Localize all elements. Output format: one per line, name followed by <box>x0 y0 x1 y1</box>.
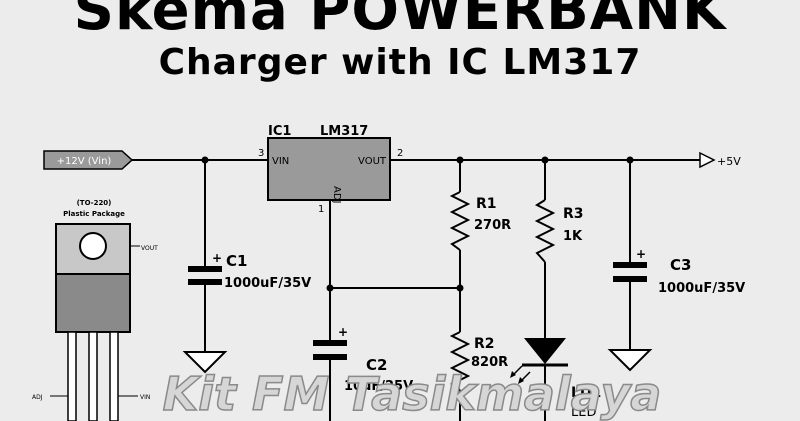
junction-r3 <box>541 156 549 164</box>
ic-pin-adj: ADJ <box>331 186 342 204</box>
junction-c3 <box>626 156 634 164</box>
output-arrow-icon <box>699 151 716 169</box>
watermark: Kit FM Tasikmalaya <box>163 367 662 421</box>
ic-ref: IC1 <box>268 124 291 139</box>
junction-r1 <box>456 156 464 164</box>
junction-c1 <box>201 156 209 164</box>
c2-value: 10uF/25V <box>344 379 413 394</box>
ic-body <box>267 137 391 201</box>
capacitor-c1: + <box>188 251 222 285</box>
diagram-subtitle: Charger with IC LM317 <box>158 42 642 83</box>
resistor-r3 <box>534 199 556 263</box>
diagram-title: Skema POWERBANK <box>73 0 727 43</box>
ground-c3-icon <box>607 349 653 372</box>
resistor-r2 <box>449 331 471 391</box>
ic-pin-in-num: 3 <box>258 148 264 159</box>
package-pin-vout: VOUT <box>141 245 158 252</box>
package-desc: Plastic Package <box>63 210 125 218</box>
ld1-ref: LD1 <box>571 385 601 401</box>
package-pin-vin: VIN <box>140 394 150 401</box>
c3-value: 1000uF/35V <box>658 281 745 296</box>
ic-part: LM317 <box>320 124 368 139</box>
input-arrow <box>43 150 134 170</box>
svg-text:+: + <box>636 247 646 261</box>
package-name: (TO-220) <box>77 199 112 207</box>
r2-ref: R2 <box>474 336 495 352</box>
ic-pin-vout: VOUT <box>358 156 387 167</box>
ic-pin-adj-num: 1 <box>318 204 324 215</box>
ic-pin-out-num: 2 <box>397 148 403 159</box>
r1-ref: R1 <box>476 196 497 212</box>
capacitor-c3: + <box>613 247 647 282</box>
svg-text:+: + <box>338 325 348 339</box>
ground-c1-icon <box>182 351 228 374</box>
ic-pin-vin: VIN <box>272 156 289 167</box>
ld1-value: LED <box>571 405 596 420</box>
c1-ref: C1 <box>226 252 247 270</box>
c3-ref: C3 <box>670 256 691 274</box>
svg-text:+: + <box>212 251 222 265</box>
package-pin-adj: ADJ <box>32 394 43 401</box>
input-label: +12V (Vin) <box>57 156 112 167</box>
to220-package: (TO-220) Plastic Package VOUT ADJ VIN <box>32 199 158 421</box>
r1-value: 270R <box>474 218 511 233</box>
resistor-r1 <box>449 191 471 251</box>
r3-ref: R3 <box>563 206 584 222</box>
led-icon <box>510 338 568 384</box>
capacitor-c2: + <box>313 325 348 360</box>
junction-adj <box>326 284 334 292</box>
r3-value: 1K <box>563 229 583 244</box>
junction-r1r2 <box>456 284 464 292</box>
c1-value: 1000uF/35V <box>224 276 311 291</box>
c2-ref: C2 <box>366 356 387 374</box>
output-label: +5V <box>717 155 741 168</box>
r2-value: 820R <box>471 355 508 370</box>
